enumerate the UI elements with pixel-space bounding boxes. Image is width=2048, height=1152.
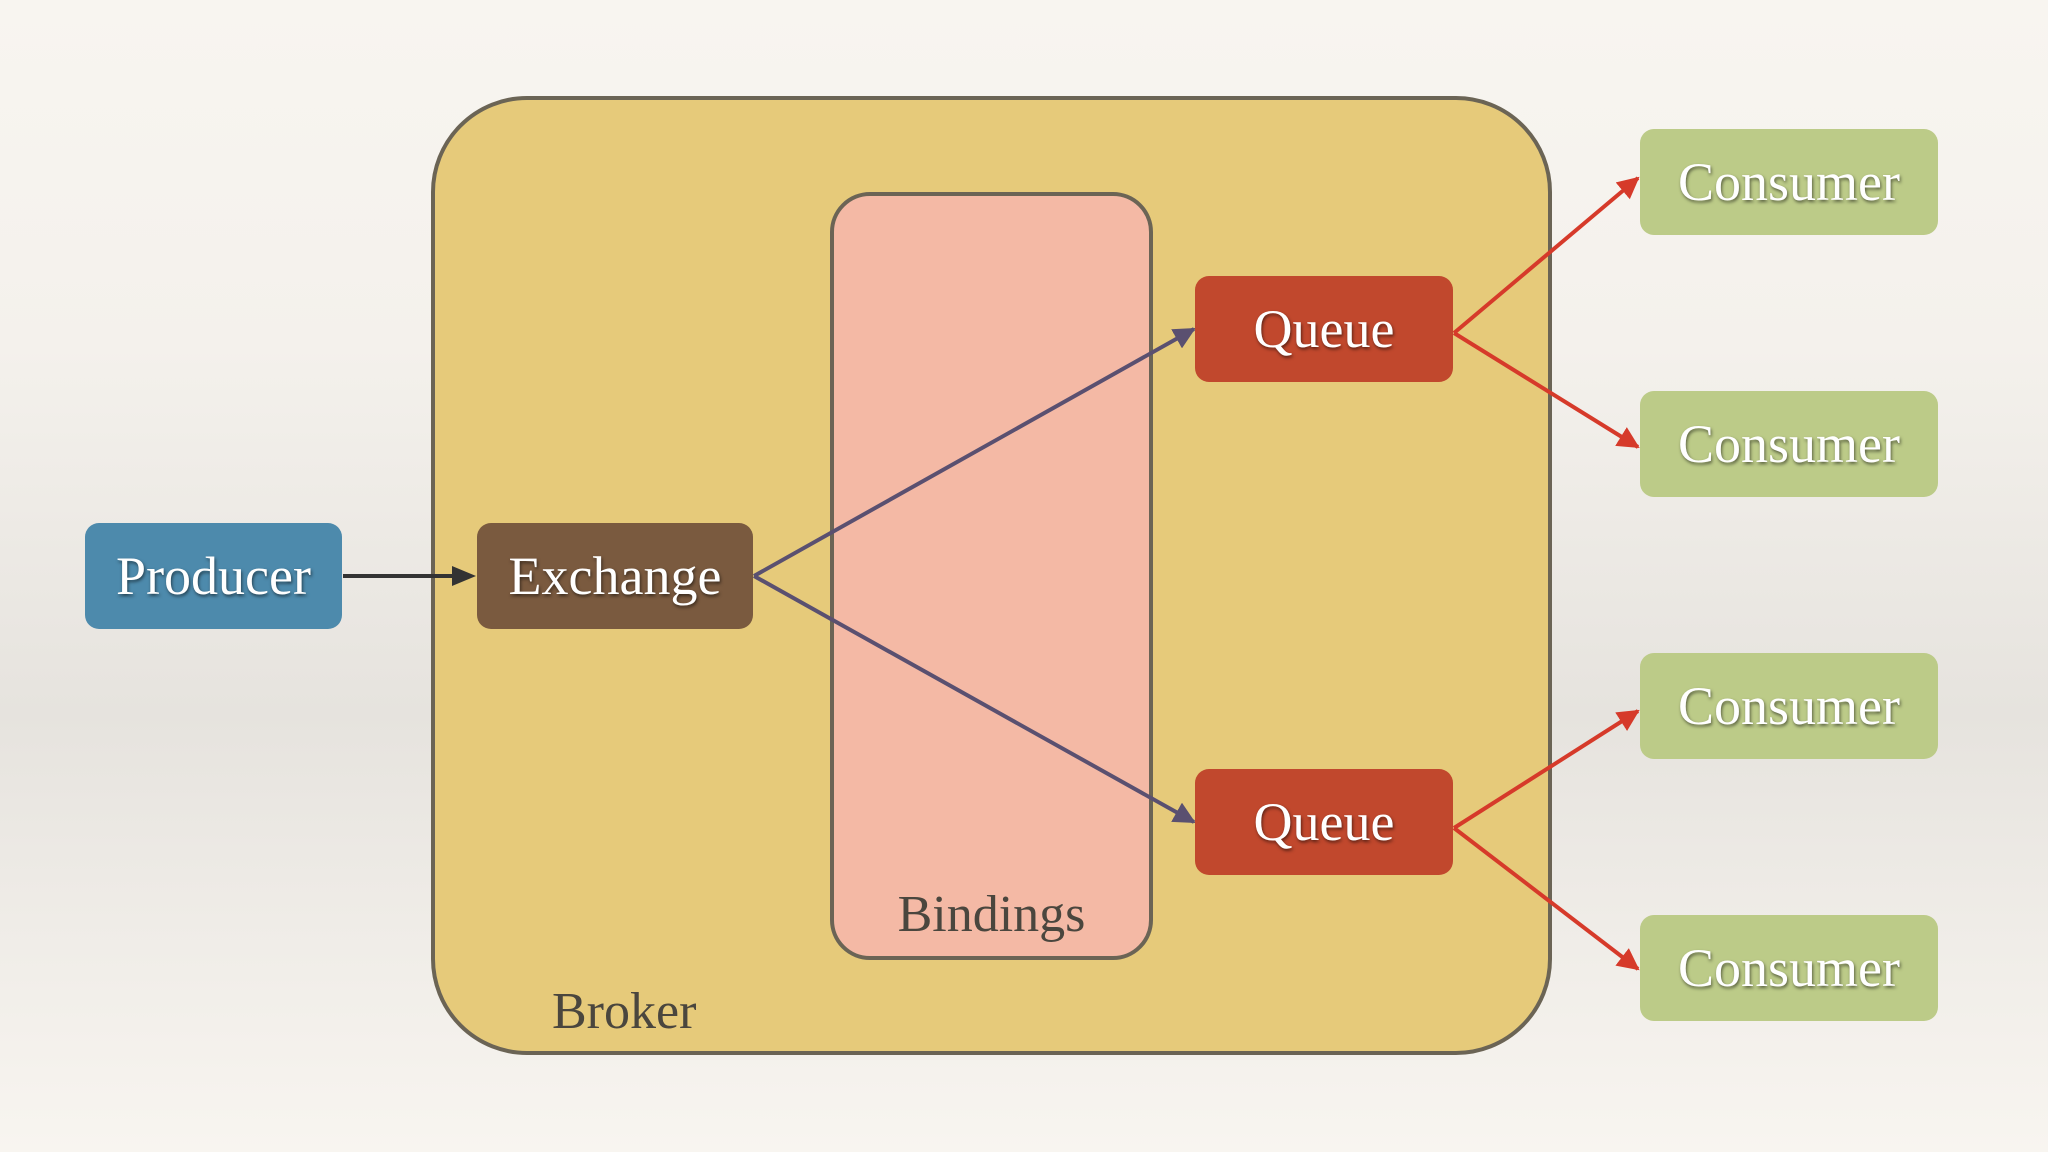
arrow-queue2-consumer-4 [1452, 826, 1640, 971]
arrowhead-producer-exchange [452, 566, 476, 586]
consumer-node-1: Consumer [1640, 129, 1938, 235]
consumer-node-3: Consumer [1640, 653, 1938, 759]
arrow-exchange-queue-1 [753, 327, 1196, 578]
consumer-node-2: Consumer [1640, 391, 1938, 497]
producer-node: Producer [85, 523, 342, 629]
arrow-queue1-consumer-1 [1452, 176, 1640, 335]
bindings-label: Bindings [897, 886, 1086, 943]
bindings-container [830, 192, 1153, 960]
exchange-node: Exchange [477, 523, 753, 629]
broker-label: Broker [552, 983, 697, 1040]
queue-node-1: Queue [1195, 276, 1453, 382]
consumer-node-4: Consumer [1640, 915, 1938, 1021]
arrow-queue2-consumer-3 [1452, 709, 1640, 830]
queue-node-2: Queue [1195, 769, 1453, 875]
arrow-exchange-queue-2 [753, 574, 1196, 824]
arrow-queue1-consumer-2 [1452, 331, 1640, 449]
